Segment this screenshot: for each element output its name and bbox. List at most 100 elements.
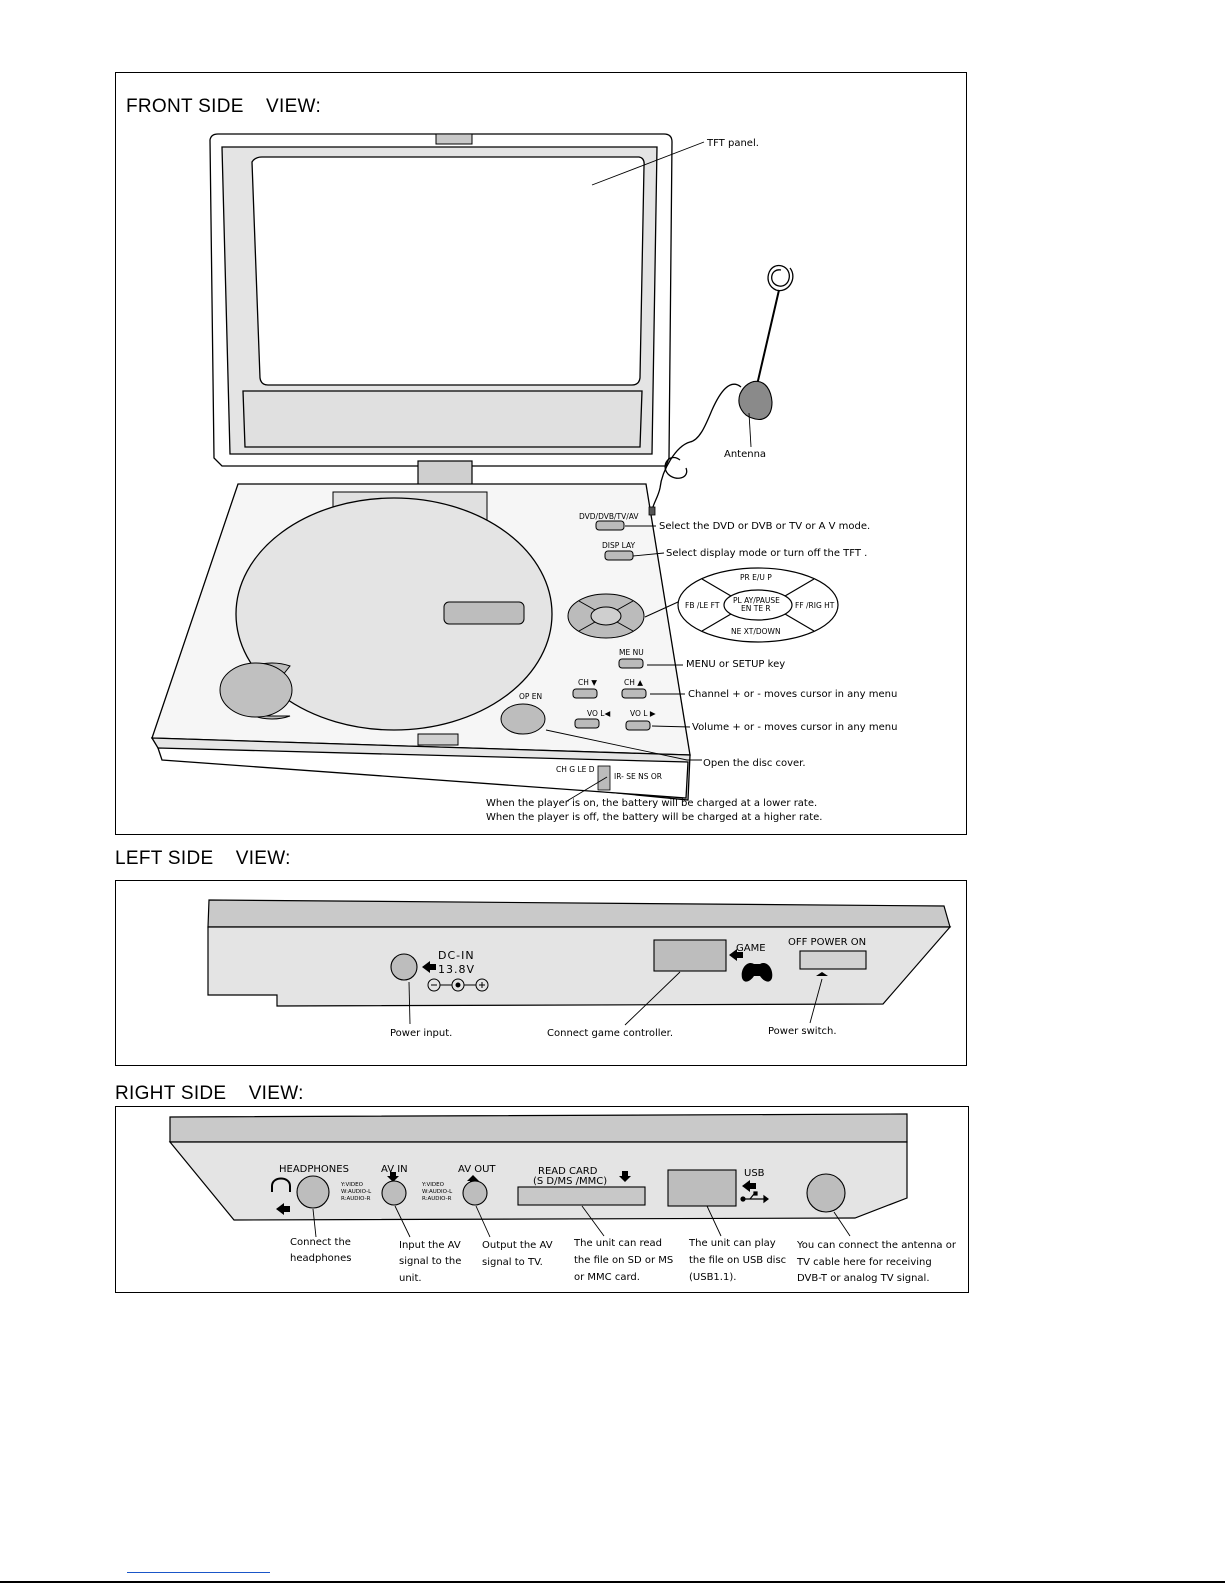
front-leader-lines — [545, 141, 752, 802]
game-label: GAME — [736, 943, 766, 954]
av-in-pin-3: R:AUDIO-R — [341, 1196, 371, 1202]
gamepad-icon — [741, 962, 773, 982]
open-key-label: OP EN — [519, 692, 542, 701]
antenna-drawing — [651, 264, 794, 513]
vol-right-button[interactable] — [625, 720, 651, 731]
dpad-up-label: PR E/U P — [740, 573, 772, 582]
av-in-arrow-icon — [387, 1172, 399, 1182]
av-in-callout-3: unit. — [399, 1273, 422, 1284]
disc-cover — [235, 497, 553, 731]
antenna-jack-callout-2: TV cable here for receiving — [796, 1257, 932, 1268]
charge-led-window — [597, 765, 611, 791]
footer-rule — [0, 1581, 1225, 1583]
mode-button[interactable] — [595, 520, 625, 531]
ch-down-button[interactable] — [572, 688, 598, 699]
read-card-formats: (S D/MS /MMC) — [533, 1176, 607, 1187]
headphones-jack — [296, 1175, 330, 1209]
power-switch-arrow-icon — [816, 972, 828, 976]
dpad-zoom-line — [644, 601, 679, 618]
av-in-label: AV IN — [381, 1164, 408, 1175]
av-out-callout-2: signal to TV. — [482, 1257, 543, 1268]
dpad-right-label: FF /RIG HT — [795, 601, 835, 610]
dc-in-jack — [390, 953, 418, 981]
player-lid — [209, 133, 673, 467]
av-out-pin-1: Y:VIDEO — [421, 1182, 445, 1188]
left-view-heading: LEFT SIDE VIEW: — [115, 848, 291, 869]
left-view-panel — [115, 880, 967, 1066]
power-switch — [799, 950, 867, 970]
usb-callout-3: (USB1.1). — [689, 1272, 736, 1283]
dc-in-label: DC-IN — [438, 949, 475, 962]
av-in-pin-2: W:AUDIO-L — [341, 1189, 372, 1195]
dpad-down-label: NE XT/DOWN — [731, 627, 781, 636]
dpad-left-label: FB /LE FT — [685, 601, 720, 610]
antenna-jack-callout-1: You can connect the antenna or — [796, 1240, 957, 1251]
footer-link-underline[interactable] — [127, 1572, 270, 1573]
display-button[interactable] — [604, 550, 634, 561]
right-view-heading: RIGHT SIDE VIEW: — [115, 1083, 304, 1104]
mode-key-label: DVD/DVB/TV/AV — [579, 512, 639, 521]
ch-up-button[interactable] — [621, 688, 647, 699]
av-out-pin-2: W:AUDIO-L — [422, 1189, 453, 1195]
vol-left-key-label: VO L◀ — [587, 709, 610, 718]
antenna-jack — [806, 1173, 846, 1213]
dc-voltage-label: 13.8V — [438, 963, 475, 976]
card-callout-3: or MMC card. — [574, 1272, 640, 1283]
card-callout-1: The unit can read — [573, 1238, 662, 1249]
open-callout: Open the disc cover. — [703, 758, 806, 769]
headphones-icon — [271, 1177, 291, 1192]
av-out-jack — [462, 1180, 488, 1206]
disc-cover-slot — [443, 601, 525, 625]
lid-latch — [435, 133, 473, 145]
right-view-panel — [115, 1106, 969, 1293]
av-out-callout-1: Output the AV — [482, 1240, 553, 1251]
game-port — [653, 939, 727, 972]
ir-sensor-label: IR- SE NS OR — [614, 772, 662, 781]
usb-callout-2: the file on USB disc — [689, 1255, 786, 1266]
usb-callout-1: The unit can play — [688, 1238, 776, 1249]
ch-down-key-label: CH ▼ — [578, 678, 597, 687]
device-dpad[interactable] — [567, 593, 645, 639]
usb-arrow-icon — [742, 1180, 756, 1192]
dc-in-arrow-icon — [422, 961, 436, 973]
left-side-body — [207, 899, 952, 1007]
menu-callout: MENU or SETUP key — [686, 659, 785, 670]
charge-led-label: CH G LE D — [556, 765, 595, 774]
open-button[interactable] — [500, 703, 546, 735]
charge-off-callout: When the player is off, the battery will… — [486, 812, 822, 823]
speaker-grille — [219, 662, 293, 718]
headphones-callout-1: Connect the — [290, 1237, 351, 1248]
mode-callout: Select the DVD or DVB or TV or A V mode. — [659, 521, 870, 532]
dpad-center-label-1: PL AY/PAUSE — [733, 596, 780, 605]
game-arrow-icon — [729, 949, 743, 961]
menu-key-label: ME NU — [619, 648, 644, 657]
av-out-label: AV OUT — [458, 1164, 496, 1175]
volume-callout: Volume + or - moves cursor in any menu — [692, 722, 897, 733]
usb-port — [667, 1169, 737, 1207]
dpad-enlarged — [677, 567, 839, 643]
headphones-arrow-icon — [276, 1203, 290, 1215]
headphones-label: HEADPHONES — [279, 1164, 349, 1175]
power-switch-label: OFF POWER ON — [788, 937, 866, 948]
display-callout: Select display mode or turn off the TFT … — [666, 548, 867, 559]
read-card-arrow-icon — [619, 1171, 631, 1182]
ch-up-key-label: CH ▲ — [624, 678, 643, 687]
channel-callout: Channel + or - moves cursor in any menu — [688, 689, 897, 700]
usb-icon — [740, 1191, 769, 1204]
av-out-pin-3: R:AUDIO-R — [422, 1196, 452, 1202]
left-leader-lines — [408, 971, 823, 1026]
power-switch-callout: Power switch. — [768, 1026, 837, 1037]
right-leader-lines — [312, 1205, 851, 1238]
antenna-base — [738, 380, 773, 420]
read-card-label: READ CARD — [538, 1166, 598, 1177]
av-in-jack — [381, 1180, 407, 1206]
antenna-callout: Antenna — [724, 449, 766, 460]
antenna-plug — [648, 506, 656, 516]
front-view-heading: FRONT SIDE VIEW: — [126, 96, 322, 117]
power-input-callout: Power input. — [390, 1028, 452, 1039]
vol-left-button[interactable] — [574, 718, 600, 729]
card-callout-2: the file on SD or MS — [574, 1255, 673, 1266]
menu-button[interactable] — [618, 658, 644, 669]
av-in-pin-1: Y:VIDEO — [340, 1182, 364, 1188]
